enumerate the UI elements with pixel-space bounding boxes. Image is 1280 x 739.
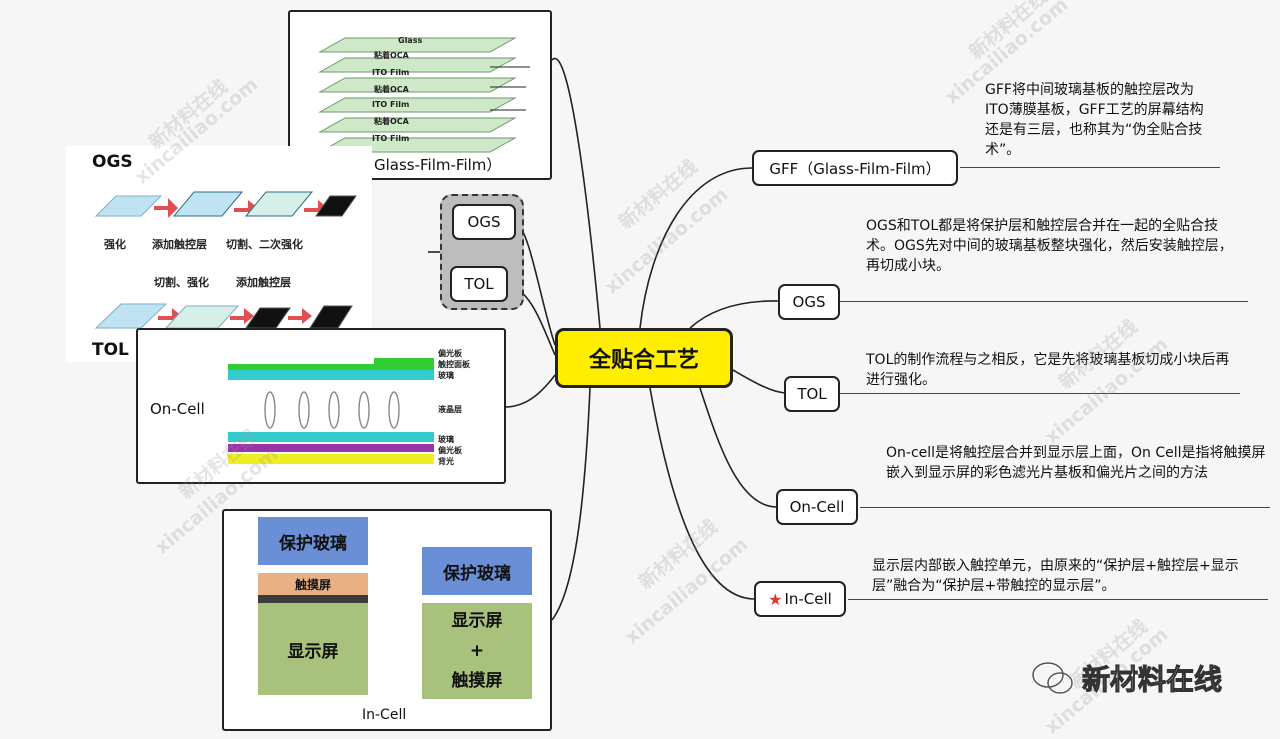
ogs-step-3: 切割、二次强化 [226, 238, 303, 251]
tol-desc-underline [840, 393, 1240, 394]
branch-oncell-label: On-Cell [789, 498, 845, 516]
gff-image-caption: Glass-Film-Film） [374, 156, 502, 174]
incell-left-protect-glass: 保护玻璃 [258, 517, 368, 565]
oncell-top-layer-2: 玻璃 [438, 371, 454, 380]
gff-description: GFF将中间玻璃基板的触控层改为ITO薄膜基板，GFF工艺的屏幕结构还是有三层，… [985, 82, 1204, 158]
branch-incell-label: In-Cell [784, 590, 832, 608]
incell-right-plus: + [469, 641, 485, 661]
group-ogs-label: OGS [467, 213, 501, 231]
oncell-image-card: On-Cell 偏光板 触控面板 玻璃 液晶层 玻璃 偏光板 背光 [136, 328, 506, 484]
brand-logo-text: 新材料在线 [1081, 663, 1223, 697]
ogs-desc-underline [840, 301, 1248, 302]
incell-right-display-touch: 显示屏 + 触摸屏 [422, 603, 532, 699]
branch-ogs-label: OGS [792, 293, 826, 311]
branch-tol[interactable]: TOL [784, 376, 840, 412]
gff-layer-label-1: 粘着OCA [374, 51, 409, 60]
incell-right-protect-glass: 保护玻璃 [422, 547, 532, 595]
incell-image-card: 保护玻璃 触摸屏 显示屏 保护玻璃 显示屏 + 触摸屏 In-Cell [222, 509, 552, 731]
ogs-step-1: 强化 [104, 238, 126, 251]
tol-image-label: TOL [92, 340, 129, 360]
ogs-image-label: OGS [92, 152, 133, 172]
oncell-desc-underline [860, 507, 1270, 508]
incell-right-touch-label: 触摸屏 [451, 671, 503, 691]
central-topic[interactable]: 全贴合工艺 [555, 328, 733, 388]
gff-desc-underline [960, 167, 1220, 168]
branch-oncell[interactable]: On-Cell [776, 489, 858, 525]
incell-left-dark-band [258, 595, 368, 603]
incell-left-display-label: 显示屏 [287, 641, 339, 662]
gff-layer-label-0: Glass [398, 36, 423, 45]
ogs-description: OGS和TOL都是将保护层和触控层合并在一起的全贴合技术。OGS先对中间的玻璃基… [866, 218, 1233, 274]
branch-gff-label: GFF（Glass-Film-Film） [769, 159, 941, 178]
tol-description: TOL的制作流程与之相反，它是先将玻璃基板切成小块后再进行强化。 [866, 352, 1230, 388]
incell-right-protect-label: 保护玻璃 [443, 563, 511, 584]
wechat-icon [1031, 661, 1074, 695]
brand-logo: 新材料在线 [1030, 656, 1223, 700]
oncell-top-layer-1: 触控面板 [438, 360, 470, 369]
oncell-middle-layer: 液晶层 [438, 405, 462, 414]
oncell-bottom-layer-0: 玻璃 [438, 435, 454, 444]
ogs-tol-image-card: OGS 强化 添加触控层 切割、二次强化 切割、强化 添加触控层 TOL [66, 146, 372, 362]
incell-desc-underline [848, 599, 1268, 600]
incell-left-touch-layer: 触摸屏 [258, 573, 368, 595]
ogs-tol-process-diagram [94, 191, 357, 329]
gff-layer-diagram [318, 37, 530, 153]
tol-step-1: 切割、强化 [154, 276, 209, 289]
oncell-layer-diagram [228, 358, 434, 464]
oncell-bottom-layer-2: 背光 [438, 457, 454, 466]
tol-step-2: 添加触控层 [236, 276, 291, 289]
ogs-step-2: 添加触控层 [152, 238, 207, 251]
group-ogs-node[interactable]: OGS [452, 204, 516, 240]
branch-gff[interactable]: GFF（Glass-Film-Film） [752, 150, 958, 186]
oncell-image-label: On-Cell [150, 400, 205, 418]
branch-tol-label: TOL [797, 385, 827, 403]
gff-layer-label-2: ITO Film [372, 68, 410, 77]
incell-left-display-layer: 显示屏 [258, 603, 368, 695]
oncell-description: On-cell是将触控层合并到显示层上面，On Cell是指将触摸屏嵌入到显示屏… [886, 445, 1266, 481]
incell-image-label: In-Cell [362, 707, 407, 723]
incell-left-touch-label: 触摸屏 [294, 577, 331, 592]
central-topic-label: 全贴合工艺 [588, 348, 699, 373]
gff-layer-label-3: 粘着OCA [374, 85, 409, 94]
gff-layer-label-6: ITO Film [372, 134, 410, 143]
incell-description: 显示层内部嵌入触控单元，由原来的“保护层+触控层+显示层”融合为“保护层+带触控… [872, 558, 1239, 594]
gff-layer-label-4: ITO Film [372, 100, 410, 109]
star-icon: ★ [768, 589, 783, 609]
branch-incell[interactable]: ★ In-Cell [754, 581, 846, 617]
incell-left-protect-label: 保护玻璃 [279, 533, 347, 554]
incell-right-display-label: 显示屏 [451, 611, 503, 631]
group-tol-label: TOL [464, 275, 494, 293]
oncell-bottom-layer-1: 偏光板 [438, 446, 462, 455]
group-tol-node[interactable]: TOL [450, 266, 508, 302]
oncell-top-layer-0: 偏光板 [438, 349, 462, 358]
branch-ogs[interactable]: OGS [778, 284, 840, 320]
gff-layer-label-5: 粘着OCA [374, 117, 409, 126]
